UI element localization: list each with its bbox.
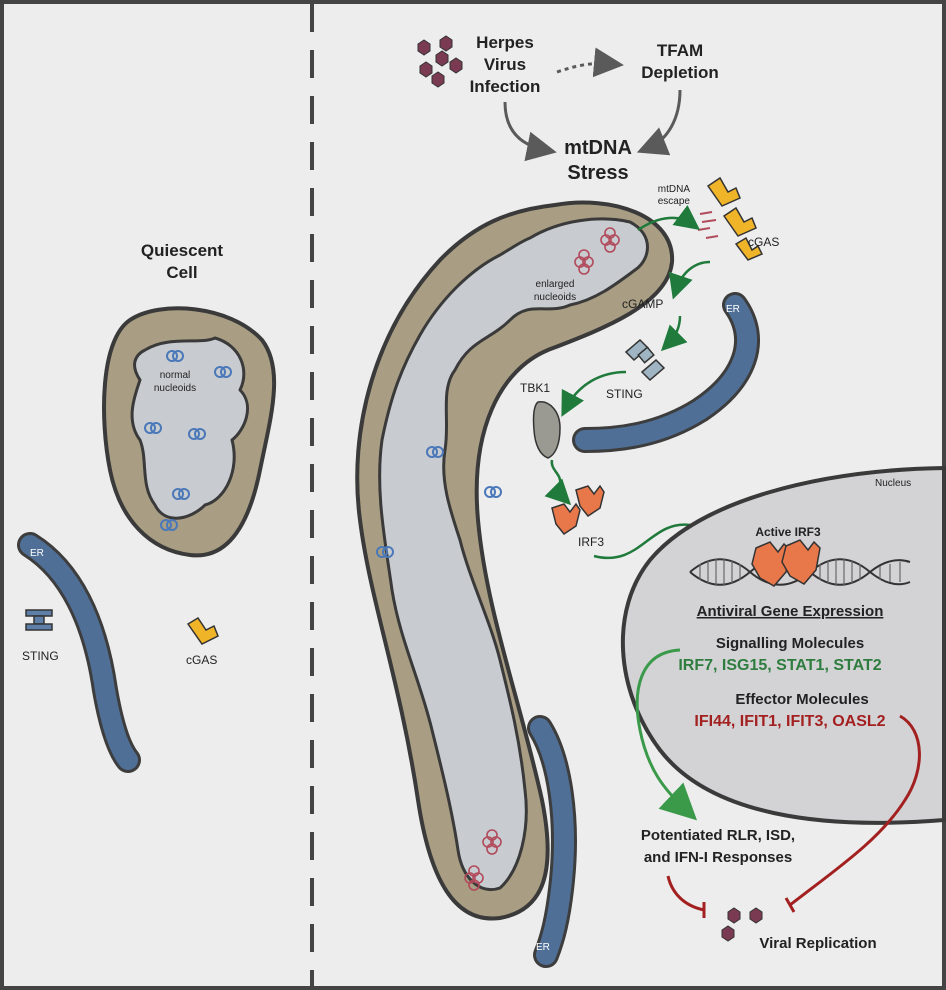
left-sting-label: STING [22, 649, 59, 663]
virus-to-stress-arrow [503, 101, 557, 162]
enlarged-nucleoids-line1: enlarged [536, 279, 575, 290]
potentiated-inhibition-arc [666, 875, 705, 912]
mito-nucleoid-icons [376, 446, 502, 558]
nucleus: Nucleus Active IRF3 [620, 465, 946, 825]
irf3-proteins [551, 484, 605, 536]
active-irf3-dimer [751, 539, 821, 587]
mtdna-escape-line2: escape [658, 196, 691, 207]
left-cgas-label: cGAS [186, 653, 217, 667]
virus-icons-bottom [721, 907, 763, 942]
tbk1-protein [532, 401, 561, 459]
cgas-to-cgamp-arrow [668, 260, 711, 300]
virus-infection-line1: Herpes [476, 33, 534, 52]
quiescent-title-line2: Cell [166, 263, 197, 282]
left-sting: STING [22, 609, 59, 663]
sting-receptor [624, 338, 666, 382]
enlarged-nucleoids-line2: nucleoids [534, 292, 576, 303]
lower-er: ER [527, 715, 577, 968]
potentiated-line1: Potentiated RLR, ISD, [641, 827, 795, 844]
cgamp-to-sting-arrow [660, 315, 688, 352]
normal-nucleoids-line2: nucleoids [154, 383, 196, 394]
sting-label: STING [606, 387, 643, 401]
left-er-label: ER [30, 548, 44, 559]
cgamp-label: cGAMP [622, 297, 663, 311]
escape-arrow [637, 205, 701, 232]
quiescent-title-line1: Quiescent [141, 241, 224, 260]
irf3-label: IRF3 [578, 535, 604, 549]
tfam-depletion-line2: Depletion [641, 63, 718, 82]
virus-to-tfam-arrow [556, 47, 624, 78]
effector-genes: IFI44, IFIT1, IFIT3, OASL2 [694, 713, 885, 730]
normal-mitochondrion: normal nucleoids [102, 306, 277, 558]
lower-er-label: ER [536, 942, 550, 953]
left-er: ER [17, 532, 141, 773]
tfam-to-stress-arrow [636, 89, 682, 156]
stressed-mitochondrion: enlarged nucleoids [355, 200, 675, 921]
virus-infection-line2: Virus [484, 55, 526, 74]
cgas-label: cGAS [748, 235, 779, 249]
enlarged-nucleoid-icons [464, 227, 620, 891]
mtdna-escape-line1: mtDNA [658, 184, 691, 195]
virus-icons-top [417, 35, 463, 88]
sting-to-tbk1-arrow [561, 370, 627, 417]
upper-er: ER [572, 292, 761, 453]
quiescent-cell-panel: Quiescent Cell normal nucleoids ER [17, 241, 277, 773]
cgas-icons [706, 176, 764, 261]
virus-infection-line3: Infection [470, 77, 541, 96]
stress-panel: Herpes Virus Infection TFAM Depletion mt… [355, 33, 946, 968]
signalling-genes: IRF7, ISG15, STAT1, STAT2 [678, 657, 881, 674]
left-cgas: cGAS [186, 616, 219, 667]
normal-nucleoid-icons [144, 350, 232, 531]
antiviral-gene-expression: Antiviral Gene Expression [697, 603, 884, 620]
nucleus-label: Nucleus [875, 478, 911, 489]
tbk1-label: TBK1 [520, 381, 550, 395]
tbk1-to-irf3-arrow [544, 459, 572, 506]
tfam-depletion-line1: TFAM [657, 41, 703, 60]
mtdna-stress-line2: Stress [567, 162, 628, 184]
viral-replication-label: Viral Replication [759, 935, 876, 952]
signalling-heading: Signalling Molecules [716, 635, 864, 652]
potentiated-line2: and IFN-I Responses [644, 849, 792, 866]
active-irf3-label: Active IRF3 [755, 525, 821, 539]
effector-inhibition-arc [789, 714, 921, 907]
mtdna-stress-line1: mtDNA [564, 137, 632, 159]
effector-heading: Effector Molecules [735, 691, 868, 708]
signalling-to-potentiated-arrow [635, 648, 698, 821]
normal-nucleoids-line1: normal [160, 370, 191, 381]
effector-inhibition-bar [784, 897, 796, 913]
upper-er-label: ER [726, 304, 740, 315]
